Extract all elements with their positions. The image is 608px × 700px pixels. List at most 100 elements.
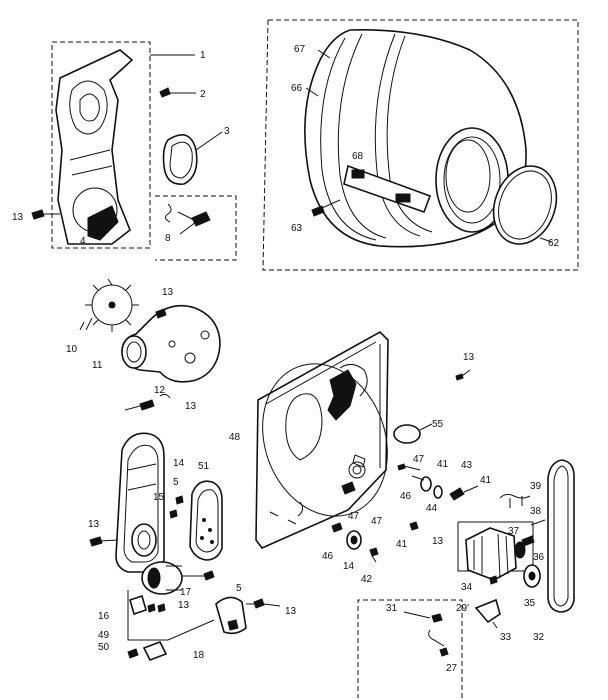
switch-18 <box>142 640 168 662</box>
callout: 41 <box>396 539 408 550</box>
callout: 13 <box>285 606 297 617</box>
callout: 10 <box>66 344 78 355</box>
callout: 36 <box>533 552 545 563</box>
callout: 47 <box>413 454 425 465</box>
bearing-55 <box>393 424 421 444</box>
callout: 8 <box>165 233 171 244</box>
screw-42 <box>369 547 379 557</box>
callout: 29' <box>456 603 469 614</box>
callout: 13 <box>185 401 197 412</box>
screw-47 <box>397 463 406 471</box>
callout: 37 <box>508 526 520 537</box>
callout: 3 <box>224 126 230 137</box>
callout: 16 <box>98 611 110 622</box>
callout: 68 <box>352 151 364 162</box>
callout: 2 <box>200 89 206 100</box>
front-bulkhead-part <box>55 49 134 245</box>
callout: 11 <box>92 360 103 371</box>
callout: 55 <box>432 419 444 430</box>
screw-13-left <box>31 209 45 220</box>
callout: 44 <box>426 503 438 514</box>
callout: 46 <box>322 551 334 562</box>
callout: 31 <box>386 603 398 614</box>
bottom-right-group <box>357 598 501 698</box>
callout: 39 <box>530 481 542 492</box>
drum-group <box>262 19 579 271</box>
screw-46b <box>331 522 343 533</box>
callout: 13 <box>432 536 444 547</box>
callout: 63 <box>291 223 303 234</box>
motor-group <box>457 493 546 588</box>
idler-hardware <box>397 463 479 501</box>
timer-17 <box>141 561 215 595</box>
callout: 66 <box>291 83 303 94</box>
screw-15 <box>169 509 178 519</box>
washer-44 <box>433 485 443 499</box>
callout: 46 <box>400 491 412 502</box>
callout: 15 <box>153 492 165 503</box>
screw-5a <box>175 495 184 505</box>
screw-41c <box>409 521 419 531</box>
switch-39 <box>499 493 531 508</box>
callout: 33 <box>500 632 512 643</box>
screw-13-bottom <box>253 598 265 609</box>
callout: 38 <box>530 506 542 517</box>
front-bulkhead-group <box>31 41 237 261</box>
callout: 43 <box>461 460 473 471</box>
screws-12-13 <box>124 393 171 411</box>
callout: 13 <box>88 519 100 530</box>
front-panel-group <box>89 432 165 573</box>
callout: 35 <box>524 598 536 609</box>
callout: 14 <box>173 458 185 469</box>
fan-wheel-10 <box>79 278 139 332</box>
callout: 62 <box>548 238 560 249</box>
rear-panel-group <box>255 331 471 549</box>
lint-screen-mesh <box>87 205 119 241</box>
screw-13-blower <box>155 308 167 319</box>
clip-37 <box>521 535 535 547</box>
callout: 47 <box>348 511 360 522</box>
rear-lower-hardware <box>331 521 419 563</box>
callout: 18 <box>193 650 205 661</box>
thermostat-bracket <box>215 596 281 635</box>
screw-27 <box>439 647 449 657</box>
callout: 1 <box>200 50 206 61</box>
callout: 51 <box>198 461 210 472</box>
callout: 41 <box>480 475 492 486</box>
bracket-33 <box>474 598 501 624</box>
screw-34 <box>489 575 498 585</box>
screw-12 <box>139 399 155 411</box>
callout: 17 <box>180 587 192 598</box>
access-panel-51 <box>189 480 223 561</box>
belt-32 <box>547 459 575 613</box>
pulley-43 <box>449 487 465 501</box>
screw-63 <box>311 205 325 217</box>
callout: 48 <box>229 432 241 443</box>
callout: 4 <box>80 236 86 247</box>
screw-13-front <box>89 536 103 547</box>
callout: 13 <box>463 352 475 363</box>
callout: 41 <box>437 459 449 470</box>
callout: 42 <box>361 574 373 585</box>
callout: 13 <box>178 600 190 611</box>
bearing-bracket <box>327 369 357 421</box>
callout: 13 <box>12 212 24 223</box>
callout: 5 <box>173 477 179 488</box>
screw-13-panel <box>455 373 464 381</box>
callout: 13 <box>162 287 174 298</box>
callout: 50 <box>98 642 110 653</box>
blower-group <box>79 278 221 383</box>
callout: 34 <box>461 582 473 593</box>
callout: 32 <box>533 632 545 643</box>
callout: 27 <box>446 663 458 674</box>
bottom-left-hardware <box>127 590 215 662</box>
motor-36 <box>465 527 517 581</box>
callout: 14 <box>343 561 355 572</box>
callout: 47 <box>371 516 383 527</box>
clip-8 <box>191 211 211 227</box>
screw-3 <box>159 87 171 98</box>
callout: 67 <box>294 44 306 55</box>
callouts: 1 2 3 4 8 13 67 66 68 63 62 10 11 13 12 … <box>12 44 560 674</box>
switch-16 <box>129 594 147 616</box>
